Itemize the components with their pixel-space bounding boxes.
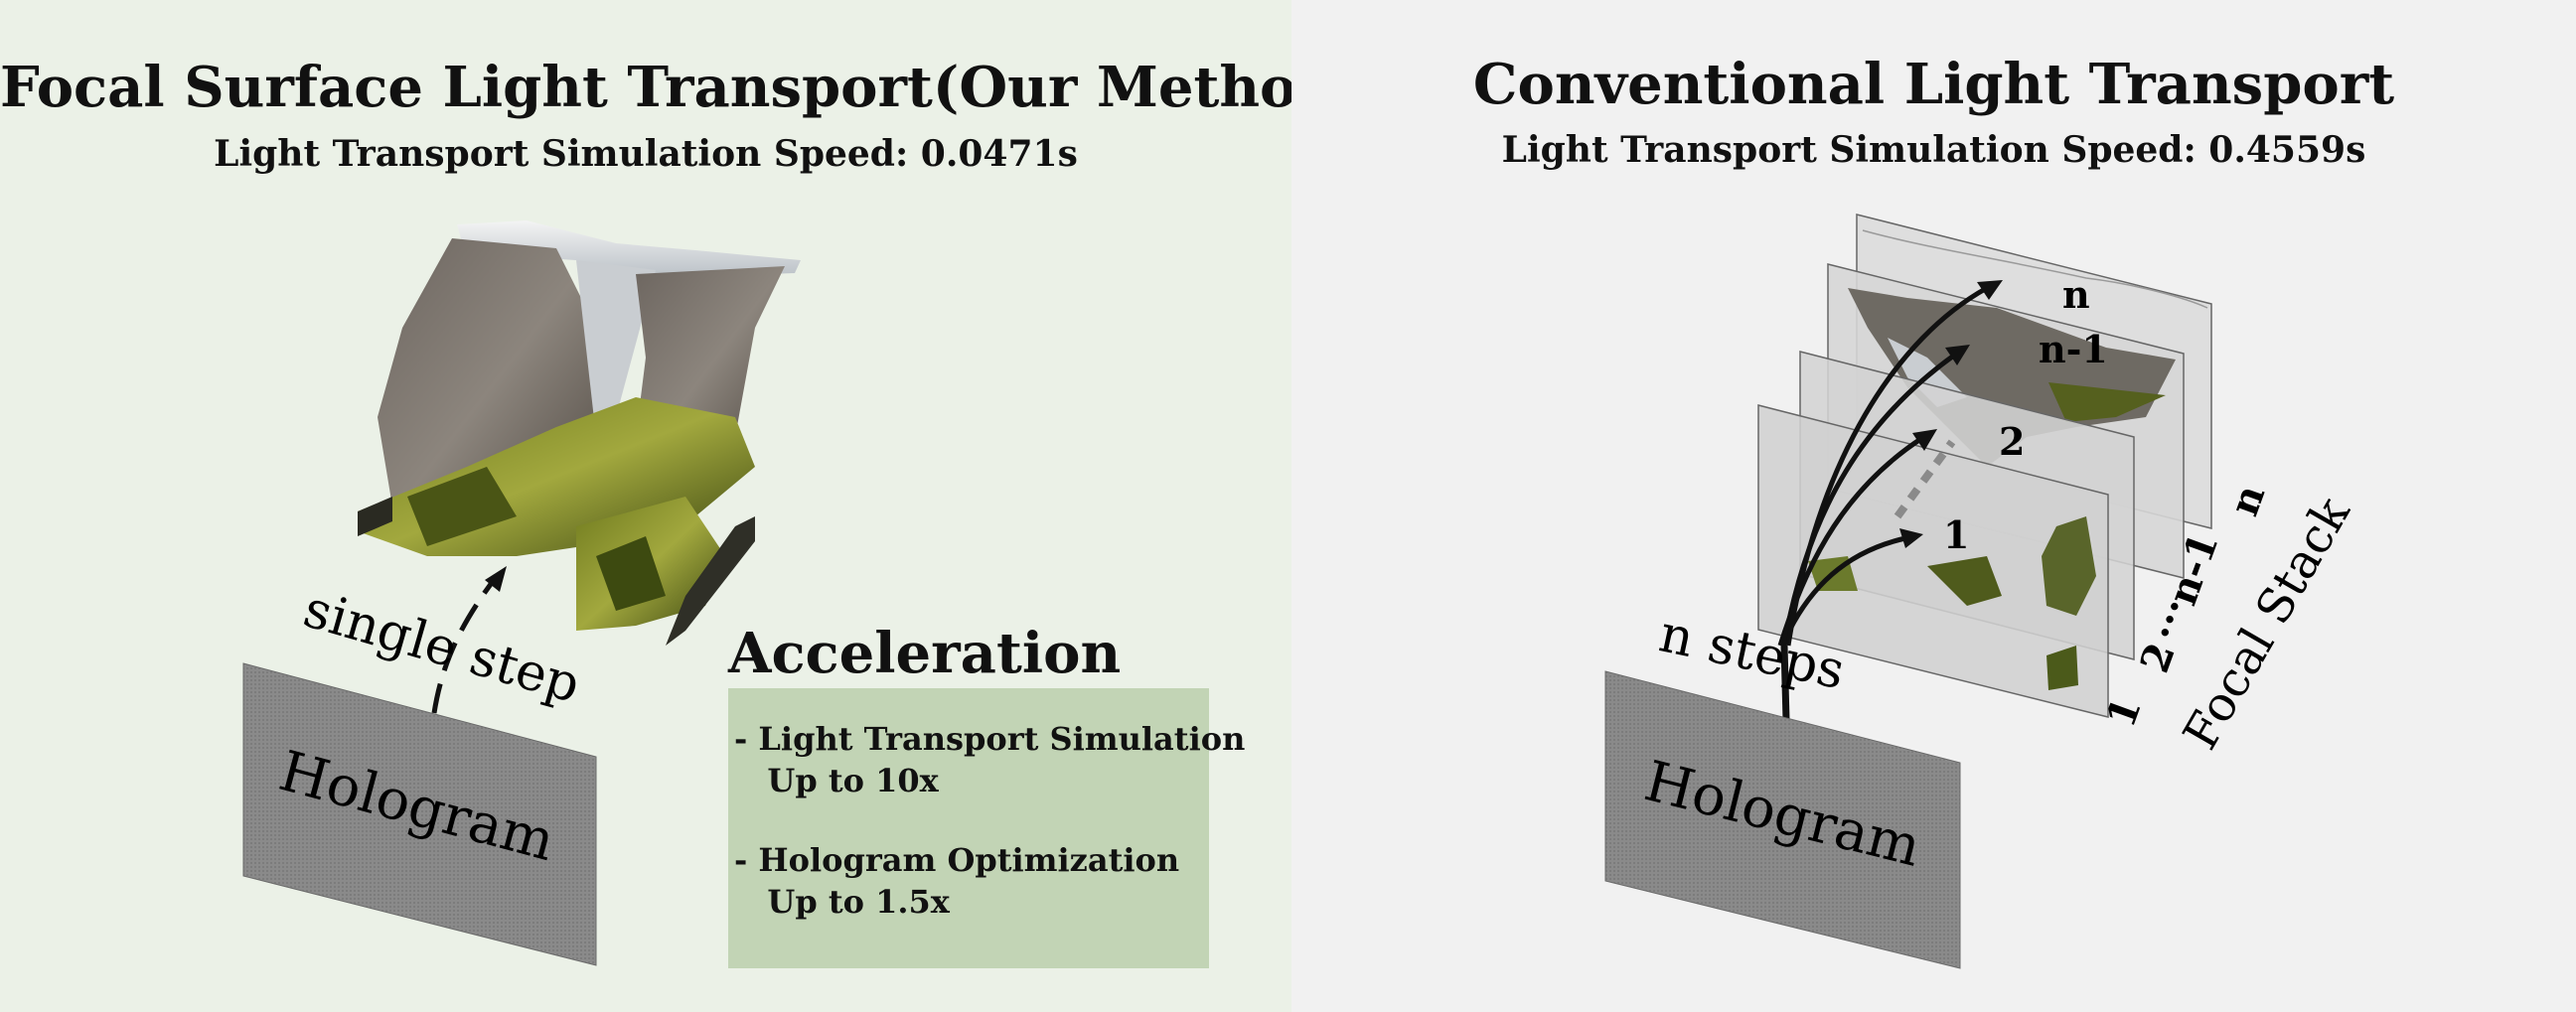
- stack-arrow-heads: [1899, 280, 2003, 548]
- left-diagram: single step Hologram: [242, 220, 801, 966]
- single-step-arrow-line: [431, 574, 500, 714]
- stack-arrows: [1777, 285, 1989, 647]
- right-speed: Light Transport Simulation Speed: 0.4559…: [1501, 129, 2366, 171]
- arrow-n-1-head: [1945, 345, 1970, 365]
- acceleration-heading: Acceleration: [728, 621, 1122, 686]
- focal-surface-volume: [358, 220, 801, 646]
- left-title-suffix: (Our Method): [932, 55, 1363, 120]
- accel-item-1-line1: - Light Transport Simulation: [734, 720, 1246, 758]
- accel-item-2-line2: Up to 1.5x: [734, 883, 950, 921]
- stack-index-n: n: [2220, 479, 2274, 521]
- acceleration-box: - Light Transport Simulation Up to 10x -…: [728, 688, 1246, 968]
- stack-plane-1-tree-bottom: [2046, 646, 2078, 690]
- focal-stack-label: Focal Stack: [2173, 488, 2361, 759]
- arrow-label-n: n: [2062, 272, 2090, 317]
- arrow-1-head: [1899, 528, 1923, 548]
- steps-stem: [1780, 645, 1790, 721]
- left-title: Focal Surface Light Transport(Our Method…: [0, 55, 1362, 120]
- stack-plane-1-tree-mid: [1927, 556, 2002, 606]
- arrow-label-2: 2: [1999, 419, 2025, 464]
- focal-surface-sky: [457, 220, 801, 276]
- arrow-label-n-1: n-1: [2039, 327, 2108, 371]
- single-step-arrow: [431, 566, 507, 714]
- left-speed: Light Transport Simulation Speed: 0.0471…: [214, 133, 1078, 175]
- stack-index-1: 1: [2097, 691, 2151, 733]
- right-diagram: 1 2 n-1 n 1 2 ··· n-1 n Focal Stack n st…: [1604, 214, 2361, 969]
- arrow-label-1: 1: [1943, 512, 1969, 557]
- left-panel: Focal Surface Light Transport(Our Method…: [0, 0, 1362, 1012]
- stack-plane-1: [1757, 404, 2109, 718]
- accel-item-2-line1: - Hologram Optimization: [734, 841, 1180, 879]
- arrow-n-head: [1977, 280, 2003, 300]
- stack-plane-1-tree-right: [2042, 516, 2096, 616]
- left-title-text: Focal Surface Light Transport: [0, 55, 933, 120]
- focal-surface-shadow: [407, 467, 517, 546]
- arrow-n-line: [1785, 285, 1989, 647]
- right-panel: Conventional Light Transport Light Trans…: [1291, 0, 2576, 1012]
- focal-surface-tree: [596, 536, 666, 611]
- stack-dotted-connector: [1894, 439, 1956, 519]
- focal-surface-edge-left: [358, 497, 392, 536]
- single-step-arrow-head: [485, 566, 507, 592]
- arrow-2-head: [1912, 429, 1937, 451]
- stack-plane-n-1-foliage: [2048, 382, 2166, 422]
- accel-gap: [734, 801, 1209, 839]
- stack-plane-n-outline: [1862, 229, 2208, 309]
- right-hologram-plane: [1604, 670, 1961, 969]
- left-hologram-plane: [242, 662, 597, 966]
- focal-surface-valley: [576, 260, 656, 437]
- focal-surface-edge-right: [666, 516, 755, 646]
- accel-item-1-line2: Up to 10x: [734, 762, 939, 799]
- right-title: Conventional Light Transport: [1472, 52, 2395, 117]
